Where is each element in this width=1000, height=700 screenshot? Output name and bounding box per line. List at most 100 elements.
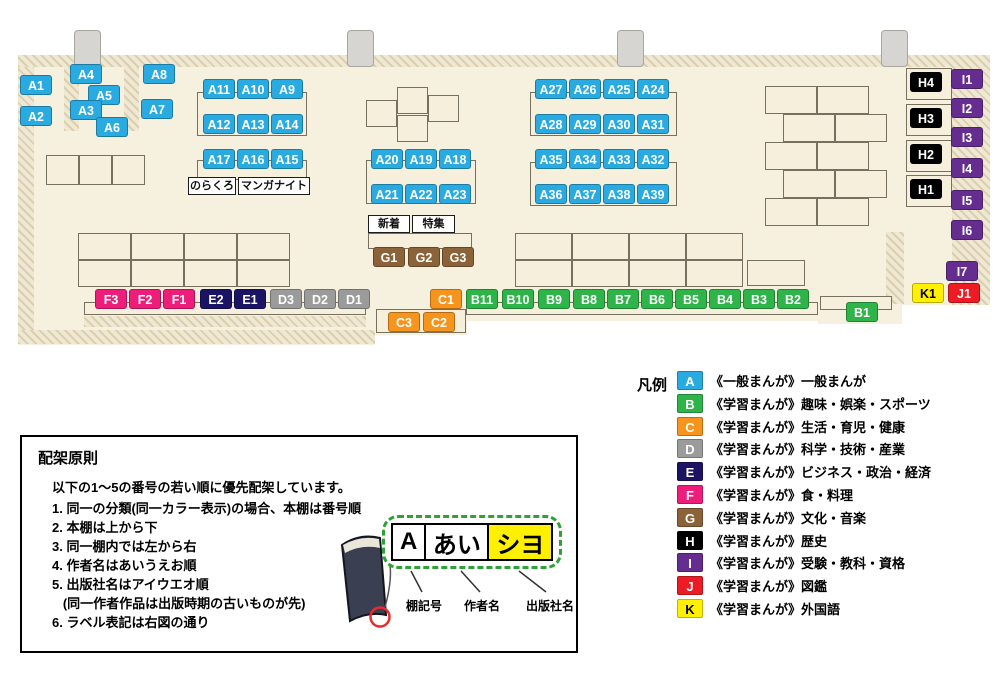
legend-label-D: 《学習まんが》科学・技術・産業	[710, 442, 906, 458]
wall-hatch	[18, 55, 990, 67]
shelf-label-A17: A17	[203, 149, 235, 169]
legend-label-I: 《学習まんが》受験・教科・資格	[710, 556, 906, 572]
shelf-label-I2: I2	[951, 98, 983, 118]
bookshelf-block	[428, 95, 459, 122]
shelf-label-K1: K1	[912, 283, 944, 303]
wall-hatch	[84, 316, 366, 327]
wall-hatch	[18, 330, 375, 344]
shelf-label-H1: H1	[910, 179, 942, 199]
shelf-label-A6: A6	[96, 117, 128, 137]
legend-item-D: D 《学習まんが》科学・技術・産業	[677, 439, 993, 459]
legend-chip-D: D	[677, 439, 703, 459]
caption-publisher: 出版社名	[526, 599, 575, 613]
shelf-label-G2: G2	[408, 247, 440, 267]
shelf-label-A33: A33	[603, 149, 635, 169]
shelf-label-D3: D3	[270, 289, 302, 309]
shelf-label-A37: A37	[569, 184, 601, 204]
bookshelf-block	[131, 233, 184, 260]
principle-rule-4: 5. 出版社名はアイウエオ順	[52, 577, 209, 592]
shelf-label-E2: E2	[200, 289, 232, 309]
shelf-label-A28: A28	[535, 114, 567, 134]
shelf-label-J1: J1	[948, 283, 980, 303]
legend-chip-J: J	[677, 576, 703, 596]
shelf-label-C2: C2	[423, 312, 455, 332]
shelf-label-A12: A12	[203, 114, 235, 134]
bookshelf-block	[686, 260, 743, 287]
bookshelf-block	[184, 233, 237, 260]
shelf-label-B7: B7	[607, 289, 639, 309]
shelf-label-I6: I6	[951, 220, 983, 240]
bookshelf-block	[397, 115, 428, 142]
bookshelf-block	[765, 86, 817, 114]
bookshelf-block	[572, 260, 629, 287]
shelf-label-B6: B6	[641, 289, 673, 309]
shelf-label-G1: G1	[373, 247, 405, 267]
shelf-label-C3: C3	[388, 312, 420, 332]
legend-chip-K: K	[677, 598, 703, 618]
shelf-label-A26: A26	[569, 79, 601, 99]
caption-shelf-code: 棚記号	[406, 599, 443, 613]
shelf-label-A11: A11	[203, 79, 235, 99]
legend-item-E: E《学習まんが》ビジネス・政治・経済	[677, 462, 993, 482]
bookshelf-block	[184, 260, 237, 287]
legend-chip-C: C	[677, 416, 703, 436]
shelf-label-B1: B1	[846, 302, 878, 322]
shelf-label-A20: A20	[371, 149, 403, 169]
bookshelf-block	[237, 233, 290, 260]
bookshelf-block	[397, 87, 428, 114]
bookshelf-block	[765, 198, 817, 226]
legend-item-K: K《学習まんが》外国語	[677, 598, 993, 618]
legend-chip-A: A	[677, 371, 703, 390]
legend-chip-B: B	[677, 393, 703, 413]
shelf-label-A21: A21	[371, 184, 403, 204]
bookshelf-block	[783, 114, 835, 142]
legend-label-G: 《学習まんが》文化・音楽	[710, 510, 867, 526]
shelf-label-B9: B9	[538, 289, 570, 309]
shelf-label-A15: A15	[271, 149, 303, 169]
shelf-label-H3: H3	[910, 108, 942, 128]
shelf-label-H4: H4	[910, 72, 942, 92]
legend-item-I: I《学習まんが》受験・教科・資格	[677, 553, 993, 573]
bookshelf-block	[629, 233, 686, 260]
shelf-label-A25: A25	[603, 79, 635, 99]
bookshelf-block	[46, 155, 79, 185]
principle-rule-5: (同一作者作品は出版時期の古いものが先)	[52, 596, 306, 611]
shelf-label-A22: A22	[405, 184, 437, 204]
principle-rule-1: 2. 本棚は上から下	[52, 520, 158, 535]
shelf-label-A3: A3	[70, 100, 102, 120]
legend-item-B: B 《学習まんが》趣味・娯楽・スポーツ	[677, 393, 993, 413]
shelf-label-B3: B3	[743, 289, 775, 309]
shelf-label-A2: A2	[20, 106, 52, 126]
principle-rule-0: 1. 同一の分類(同一カラー表示)の場合、本棚は番号順	[52, 501, 362, 516]
bookshelf-block	[765, 142, 817, 170]
shelf-label-B4: B4	[709, 289, 741, 309]
map-sign-1: マンガナイト	[238, 177, 310, 195]
bookshelf-block	[572, 233, 629, 260]
shelf-label-D1: D1	[338, 289, 370, 309]
principle-rule-6: 6. ラベル表記は右図の通り	[52, 615, 210, 630]
bookshelf-block	[817, 142, 869, 170]
bookshelf-block	[237, 260, 290, 287]
legend-label-C: 《学習まんが》生活・育児・健康	[710, 419, 906, 435]
shelf-label-A16: A16	[237, 149, 269, 169]
legend-panel: 凡例 A 《一般まんが》一般まんが B 《学習まんが》趣味・娯楽・スポーツ C 《学習まん…	[625, 365, 993, 622]
legend-label-A: 《一般まんが》一般まんが	[710, 374, 867, 389]
legend-title: 凡例	[637, 377, 668, 394]
shelf-label-A8: A8	[143, 64, 175, 84]
caption-author: 作者名	[464, 599, 501, 613]
legend-item-G: G《学習まんが》文化・音楽	[677, 507, 993, 527]
legend-label-E: 《学習まんが》ビジネス・政治・経済	[710, 465, 932, 481]
shelf-label-A35: A35	[535, 149, 567, 169]
legend-chip-F: F	[677, 484, 703, 504]
bookshelf-block	[515, 233, 572, 260]
bookshelf-block	[817, 198, 869, 226]
legend-label-B: 《学習まんが》趣味・娯楽・スポーツ	[710, 396, 931, 412]
legend-item-A: A 《一般まんが》一般まんが	[677, 371, 993, 390]
shelf-label-A19: A19	[405, 149, 437, 169]
legend-item-C: C 《学習まんが》生活・育児・健康	[677, 416, 993, 436]
legend-label-F: 《学習まんが》食・料理	[710, 487, 854, 503]
shelf-label-I3: I3	[951, 127, 983, 147]
shelf-label-A30: A30	[603, 114, 635, 134]
shelf-label-A38: A38	[603, 184, 635, 204]
caption-leader-lines	[410, 570, 547, 593]
